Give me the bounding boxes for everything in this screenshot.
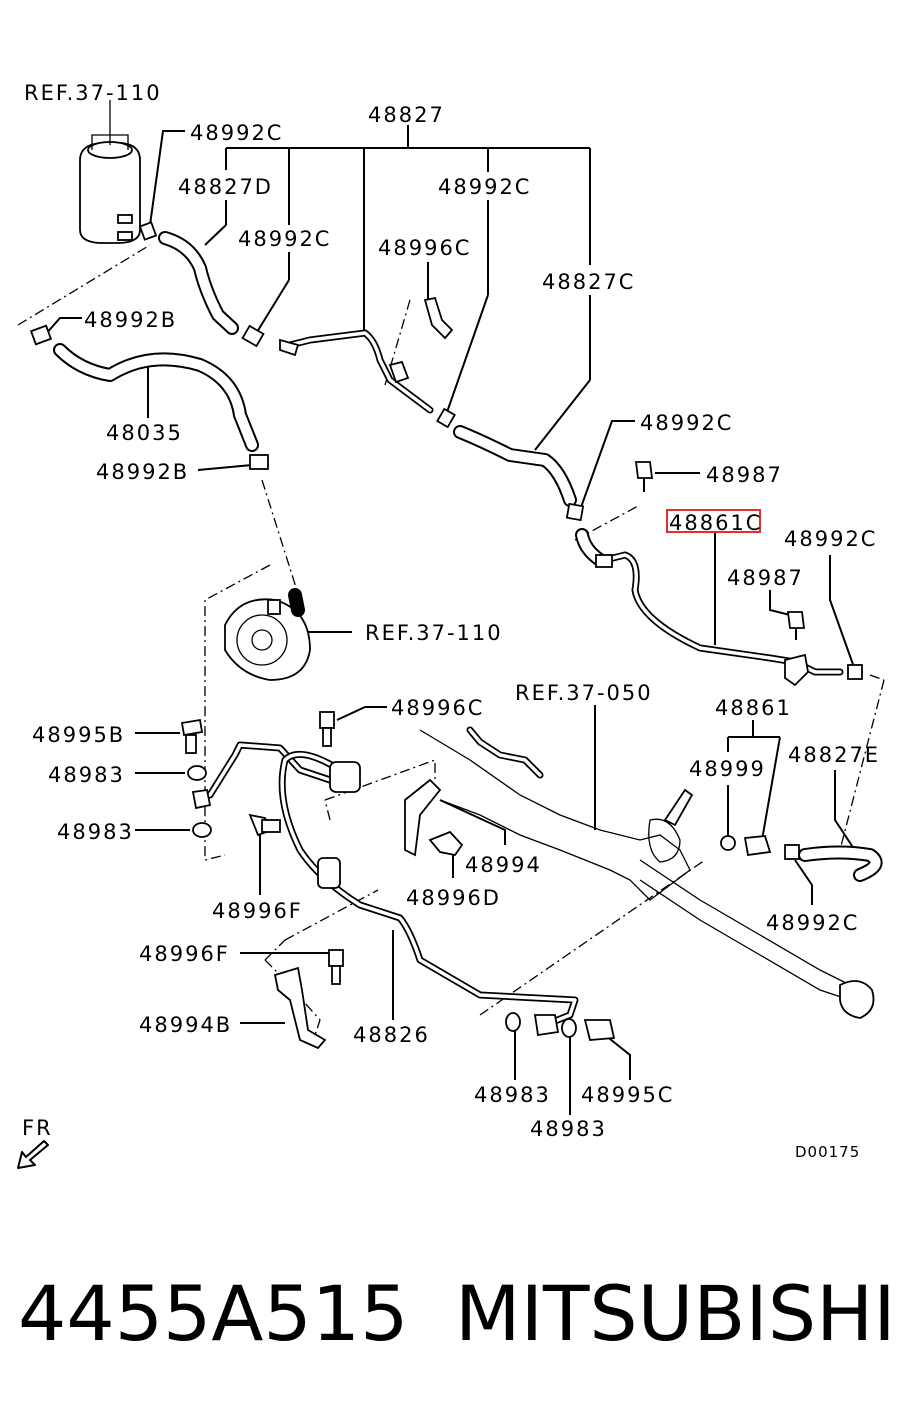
label-fr: FR — [22, 1116, 53, 1140]
label-48996f-a: 48996F — [212, 899, 303, 923]
label-48992b-a: 48992B — [84, 308, 177, 332]
label-48992c-d: 48992C — [640, 411, 733, 435]
label-48995b: 48995B — [32, 723, 125, 747]
label-48994b: 48994B — [139, 1013, 232, 1037]
diagram-code: D00175 — [795, 1143, 860, 1161]
label-48827e: 48827E — [788, 743, 880, 767]
brackets — [273, 761, 442, 1050]
steering-rack — [419, 729, 875, 1019]
hoses-upper — [53, 231, 883, 882]
label-48992b-b: 48992B — [96, 460, 189, 484]
brand-name: MITSUBISHI — [455, 1269, 896, 1358]
label-48996c-b: 48996C — [391, 696, 484, 720]
dashed-lines — [17, 244, 885, 1036]
label-ref-37-110-mid: REF.37-110 — [365, 621, 503, 645]
part-number: 4455A515 — [18, 1269, 408, 1358]
label-48987-b: 48987 — [727, 566, 804, 590]
label-48999: 48999 — [689, 757, 766, 781]
reservoir-tank — [79, 100, 141, 244]
label-48992c-f: 48992C — [766, 911, 859, 935]
fittings — [29, 221, 863, 860]
label-48827d: 48827D — [178, 175, 273, 199]
pipes — [206, 329, 844, 1029]
label-48827: 48827 — [368, 103, 445, 127]
label-ref-37-110-top: REF.37-110 — [24, 81, 162, 105]
label-48992c-a: 48992C — [190, 121, 283, 145]
label-48987-a: 48987 — [706, 463, 783, 487]
highlight-box — [666, 509, 761, 533]
label-48983-b: 48983 — [57, 820, 134, 844]
label-48983-d: 48983 — [530, 1117, 607, 1141]
part-labels: REF.37-110 48992C 48827 48827D 48992C 48… — [22, 81, 880, 1161]
power-steering-pump — [224, 588, 311, 681]
label-48996f-b: 48996F — [139, 942, 230, 966]
label-48996d: 48996D — [406, 886, 501, 910]
label-48992c-b: 48992C — [438, 175, 531, 199]
label-48826: 48826 — [353, 1023, 430, 1047]
label-48861c: 48861C — [669, 511, 762, 535]
label-48995c: 48995C — [581, 1083, 674, 1107]
leader-lines — [44, 125, 859, 1115]
label-48861: 48861 — [715, 696, 792, 720]
label-48035: 48035 — [106, 421, 183, 445]
label-48994: 48994 — [465, 853, 542, 877]
parts-diagram: REF.37-110 48992C 48827 48827D 48992C 48… — [17, 81, 885, 1169]
label-48983-c: 48983 — [474, 1083, 551, 1107]
label-48827c: 48827C — [542, 270, 635, 294]
label-48992c-c: 48992C — [238, 227, 331, 251]
fr-arrow-icon — [17, 1140, 49, 1169]
caption: 4455A515 MITSUBISHI — [18, 1269, 896, 1358]
label-48996c-a: 48996C — [378, 236, 471, 260]
label-48983-a: 48983 — [48, 763, 125, 787]
bolts-washers — [180, 711, 772, 1041]
label-ref-37-050: REF.37-050 — [515, 681, 653, 705]
label-48992c-e: 48992C — [784, 527, 877, 551]
